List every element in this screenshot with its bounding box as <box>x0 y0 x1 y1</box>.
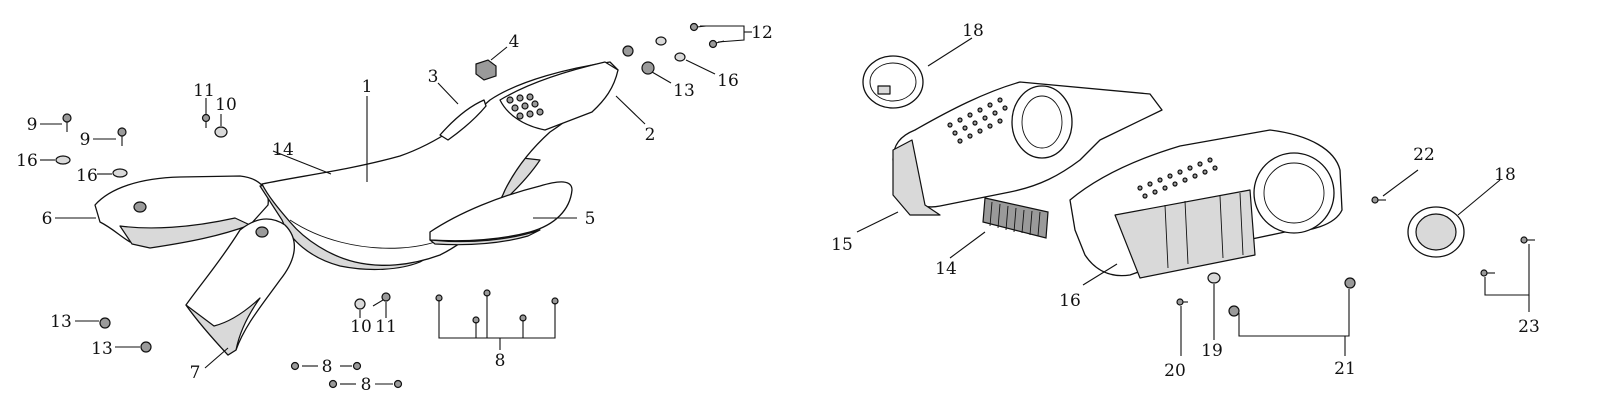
part-12-screw-a <box>689 22 707 32</box>
callout-9-b: 9 <box>80 130 91 150</box>
part-19-washer <box>1207 272 1221 284</box>
part-5-right-cover-lower <box>429 229 541 246</box>
part-21-grommet-a <box>1228 305 1240 317</box>
callout-14-b: 14 <box>935 259 957 279</box>
part-4-rubber-block <box>475 59 497 81</box>
part-14-filter-ribs <box>989 201 1041 237</box>
part-6-grommet <box>133 201 147 213</box>
part-2-vent-holes <box>506 93 544 120</box>
part-16-housing-port <box>1253 152 1335 234</box>
callout-18-b: 18 <box>1494 165 1516 185</box>
part-13-grommet-a <box>622 45 634 57</box>
callout-6: 6 <box>42 209 53 229</box>
part-18-cap-a-tab <box>877 85 891 95</box>
part-16-washer-d <box>655 36 667 46</box>
part-13-grommet-c <box>99 317 111 329</box>
callout-7: 7 <box>190 363 201 383</box>
part-9-screw-a <box>62 113 72 132</box>
callout-12: 12 <box>751 23 773 43</box>
callout-16-a: 16 <box>16 151 38 171</box>
callout-8-b: 8 <box>361 375 372 395</box>
part-16-housing-front <box>1114 189 1256 279</box>
callout-10-b: 10 <box>350 317 372 337</box>
part-16-washer-c <box>674 52 686 62</box>
part-16-washer-a <box>55 155 71 165</box>
seat-assembly <box>55 22 725 389</box>
part-11-bolt-b <box>372 292 391 307</box>
part-18-cap-a-inner <box>869 62 917 102</box>
callout-8-c: 8 <box>495 351 506 371</box>
part-23-screw-b <box>1480 269 1495 277</box>
callout-21: 21 <box>1334 359 1356 379</box>
callout-16-b: 16 <box>76 166 98 186</box>
callout-20: 20 <box>1164 361 1186 381</box>
part-11-bolt-a <box>201 113 211 128</box>
callout-15: 15 <box>831 235 853 255</box>
part-10-nut-a <box>214 126 228 138</box>
part-8-screw-group <box>290 289 559 389</box>
airbox-assembly <box>862 55 1535 317</box>
part-3-bracket <box>439 99 487 141</box>
callout-16-d: 16 <box>1059 291 1081 311</box>
callout-13-a: 13 <box>673 81 695 101</box>
callout-14-a: 14 <box>272 140 294 160</box>
part-20-screw <box>1176 298 1188 306</box>
callout-5: 5 <box>585 209 596 229</box>
part-21-grommet-b <box>1344 277 1356 289</box>
part-13-grommet-b <box>641 61 655 75</box>
part-16-grille <box>1137 157 1218 199</box>
callout-22: 22 <box>1413 145 1435 165</box>
part-22-screw <box>1371 196 1386 204</box>
callout-13-b: 13 <box>50 312 72 332</box>
callout-3: 3 <box>428 67 439 87</box>
part-13-grommet-d <box>140 341 152 353</box>
part-16-housing-bands <box>1164 192 1244 269</box>
callout-11-a: 11 <box>193 81 215 101</box>
callout-4: 4 <box>509 32 520 52</box>
part-18-cap-a <box>862 55 924 109</box>
callout-9-a: 9 <box>27 115 38 135</box>
part-15-housing-port <box>1011 85 1073 159</box>
part-16-housing-port-inner <box>1263 162 1325 224</box>
part-23-screw-a <box>1520 236 1535 244</box>
callout-18-a: 18 <box>962 21 984 41</box>
callout-8-a: 8 <box>322 357 333 377</box>
part-7-bolt-hole <box>255 226 269 238</box>
part-15-housing-port-inner <box>1021 95 1063 149</box>
leader-lines <box>40 25 1530 385</box>
part-16-washer-b <box>112 168 128 178</box>
callout-1: 1 <box>362 77 373 97</box>
callout-10-a: 10 <box>215 95 237 115</box>
part-7-guard <box>185 218 296 356</box>
part-15-grille <box>947 97 1008 144</box>
callout-2: 2 <box>645 125 656 145</box>
part-15-housing-side <box>892 139 941 216</box>
part-18-cap-b-inner <box>1415 213 1457 251</box>
callout-labels: 1 2 3 4 5 6 7 8 8 8 9 9 10 10 11 11 12 1… <box>16 21 1540 395</box>
callout-11-b: 11 <box>375 317 397 337</box>
callout-19: 19 <box>1201 341 1223 361</box>
part-9-screw-b <box>117 127 127 146</box>
part-5-right-cover <box>429 181 573 242</box>
callout-23: 23 <box>1518 317 1540 337</box>
callout-16-c: 16 <box>717 71 739 91</box>
part-7-guard-lower <box>185 297 261 356</box>
callout-13-c: 13 <box>91 339 113 359</box>
part-10-nut-b <box>354 298 366 310</box>
